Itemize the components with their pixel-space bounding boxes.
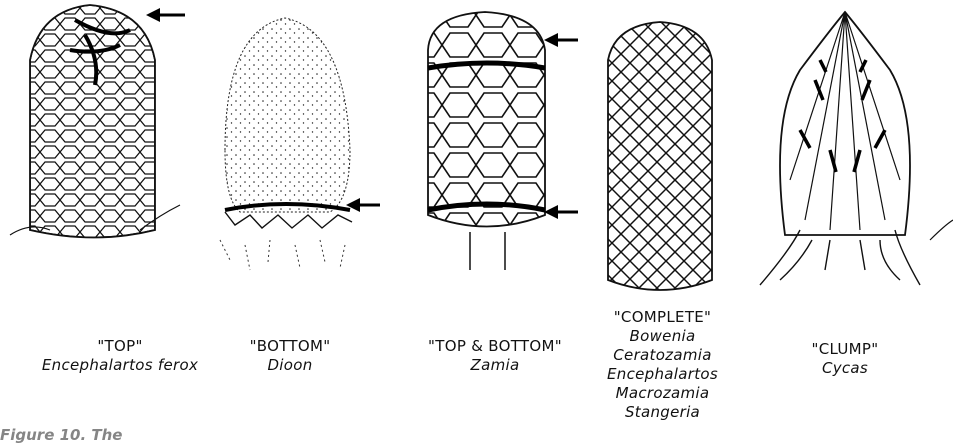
- figure-caption: Figure 10. The: [0, 426, 122, 444]
- genus-label: Bowenia: [595, 327, 730, 346]
- label-clump: "CLUMP" Cycas: [790, 340, 900, 378]
- genus-label: Dioon: [230, 356, 350, 375]
- arrow-icon: [346, 198, 380, 212]
- cone-complete-type: [608, 22, 712, 290]
- cone-type-label: "TOP": [20, 337, 220, 356]
- arrow-icon: [544, 33, 578, 47]
- label-top: "TOP" Encephalartos ferox: [20, 337, 220, 375]
- label-complete: "COMPLETE" Bowenia Ceratozamia Encephala…: [595, 308, 730, 422]
- cone-type-label: "TOP & BOTTOM": [395, 337, 595, 356]
- cone-bottom-type: [220, 18, 352, 270]
- cone-top-and-bottom-type: [428, 12, 545, 270]
- genus-label: Macrozamia: [595, 384, 730, 403]
- genus-label: Stangeria: [595, 403, 730, 422]
- cone-clump-type: [760, 12, 953, 285]
- arrow-icon: [544, 205, 578, 219]
- arrow-icon: [146, 8, 185, 22]
- genus-label: Zamia: [395, 356, 595, 375]
- label-bottom: "BOTTOM" Dioon: [230, 337, 350, 375]
- cone-type-label: "BOTTOM": [230, 337, 350, 356]
- cone-top-type: [10, 5, 180, 238]
- genus-label: Encephalartos ferox: [20, 356, 220, 375]
- cone-type-label: "CLUMP": [790, 340, 900, 359]
- label-top-and-bottom: "TOP & BOTTOM" Zamia: [395, 337, 595, 375]
- cone-type-label: "COMPLETE": [595, 308, 730, 327]
- genus-label: Encephalartos: [595, 365, 730, 384]
- genus-label: Ceratozamia: [595, 346, 730, 365]
- genus-label: Cycas: [790, 359, 900, 378]
